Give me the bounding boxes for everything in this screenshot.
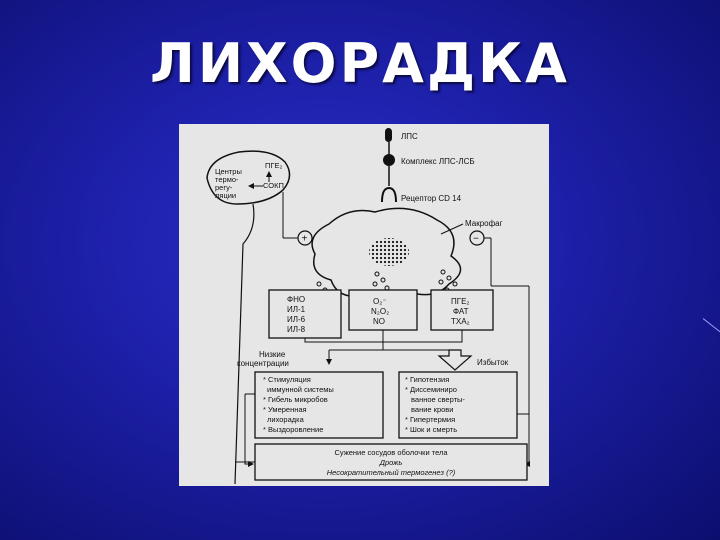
effect-microbe-death: * Гибель микробов: [263, 395, 328, 404]
vasoconstriction-text: Сужение сосудов оболочки тела: [334, 448, 448, 457]
fever-pathogenesis-diagram: ЛПС Комплекс ЛПС-ЛСБ Рецептор CD 14 Цент…: [179, 124, 549, 486]
lps-icon: [385, 128, 392, 142]
effect-hyperthermia: * Гипертермия: [405, 415, 455, 424]
shivering-text: Дрожь: [379, 458, 403, 467]
cytokine-tnf: ФНО: [287, 295, 305, 304]
diagram-canvas: ЛПС Комплекс ЛПС-ЛСБ Рецептор CD 14 Цент…: [206, 128, 530, 485]
thermogenesis-text: Несократительный термогенез (?): [327, 468, 456, 477]
cd14-receptor-icon: [381, 186, 397, 203]
slide-title: ЛИХОРАДКА: [150, 32, 570, 95]
low-concentration-effects-box: [254, 371, 384, 439]
effect-moderate: * Умеренная: [263, 405, 307, 414]
oxygen-radicals-box: [348, 289, 418, 331]
centers-line-2: термо-: [215, 175, 239, 184]
effect-recovery: * Выздоровление: [263, 425, 323, 434]
thermogenesis-box: [254, 443, 528, 481]
plus-sign: +: [302, 234, 308, 245]
n2o2: N₂O₂: [371, 307, 389, 316]
centers-line-1: Центры: [215, 167, 242, 176]
excess-effects-box: [398, 371, 518, 439]
minus-sign: −: [473, 234, 479, 245]
excess-arrow: [437, 349, 473, 371]
low-concentration-line-1: Низкие: [259, 350, 286, 359]
lps-label: ЛПС: [401, 132, 418, 141]
effect-disseminated: * Диссеминиро: [405, 385, 457, 394]
cytokine-il6: ИЛ-6: [287, 315, 306, 324]
brain-icon: [206, 150, 291, 205]
pge2-label: ПГЕ₂: [265, 161, 282, 170]
effect-immune-system: иммунной системы: [267, 385, 334, 394]
lps-lsb-complex-icon: [383, 154, 395, 166]
cytokine-il1: ИЛ-1: [287, 305, 306, 314]
cytokines-box: [268, 289, 342, 339]
decorative-line: [702, 318, 720, 335]
sokp-label: СОКП: [263, 181, 284, 190]
complex-label: Комплекс ЛПС-ЛСБ: [401, 157, 475, 166]
excess-label: Избыток: [477, 358, 509, 367]
centers-line-4: ляции: [215, 191, 236, 200]
effect-shock-death: * Шок и смерть: [405, 425, 457, 434]
effect-coagulation-2: вание крови: [411, 405, 453, 414]
no: NO: [373, 317, 385, 326]
effect-coagulation-1: ванное сверты-: [411, 395, 465, 404]
cytokine-il8: ИЛ-8: [287, 325, 306, 334]
centers-line-3: регу-: [215, 183, 233, 192]
lipid-paf: ФАТ: [453, 307, 469, 316]
receptor-label: Рецептор CD 14: [401, 194, 462, 203]
superoxide: O₂⁻: [373, 297, 387, 306]
low-concentration-line-2: концентрации: [237, 359, 289, 368]
macrophage-label: Макрофаг: [465, 219, 503, 228]
lipid-pge2: ПГЕ₂: [451, 297, 470, 306]
lipid-txa2: ТХА₂: [451, 317, 470, 326]
effect-hypotension: * Гипотензия: [405, 375, 449, 384]
macrophage-nucleus: [369, 238, 409, 266]
effect-fever: лихорадка: [267, 415, 305, 424]
effect-immune-stimulation: * Стимуляция: [263, 375, 311, 384]
